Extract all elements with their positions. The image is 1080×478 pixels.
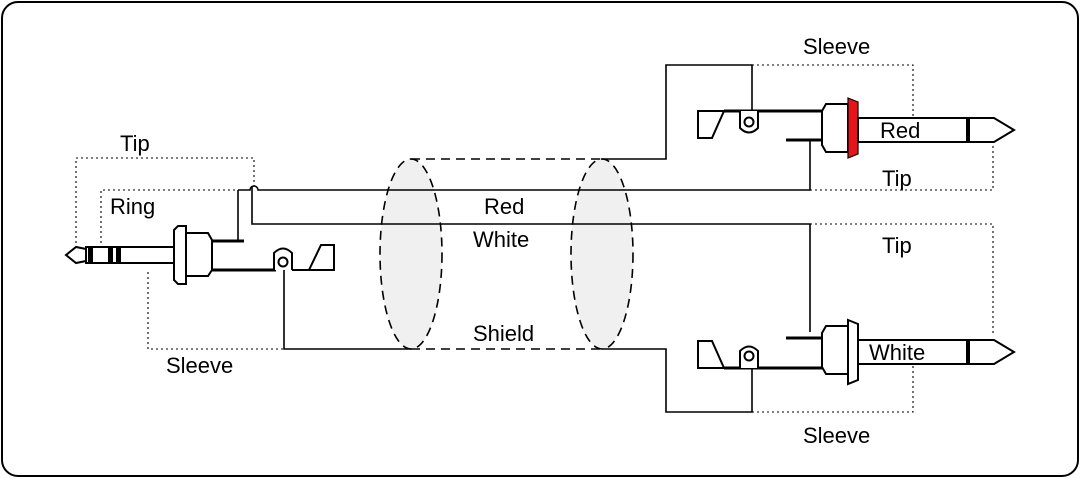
bottom-collar: [847, 318, 859, 386]
shield-end-right: [570, 158, 634, 350]
top-tip-guide: [810, 144, 994, 191]
shield-to-bottom-sleeve: [602, 348, 753, 413]
guide-lines: [75, 64, 994, 413]
bottom-sleeve-guide: [752, 364, 914, 413]
shield-to-top-sleeve: [602, 64, 753, 160]
left-tip-guide: [75, 157, 255, 248]
top-red-label: Red: [880, 118, 920, 143]
trs-shaft: [85, 246, 175, 264]
red-conductor: [238, 140, 811, 191]
bottom-body: [821, 325, 849, 375]
trs-insulator-1: [88, 247, 93, 263]
shield-lead-left: [283, 270, 411, 350]
top-cable-clamp: [697, 110, 726, 139]
shielded-cable: [379, 158, 634, 350]
bottom-tip: [970, 339, 1016, 365]
left-sleeve-label: Sleeve: [166, 353, 233, 378]
bottom-insulator-1: [966, 340, 970, 364]
left-sleeve-guide: [147, 272, 284, 350]
trs-lug-hole: [277, 256, 289, 268]
cable-red-label: Red: [484, 194, 524, 219]
bottom-tip-guide: [810, 223, 994, 336]
left-ring-label: Ring: [110, 194, 155, 219]
trs-cable-clamp: [292, 244, 335, 271]
conductors: [237, 64, 811, 413]
trs-collar: [173, 225, 187, 285]
top-lug-hole: [743, 116, 755, 128]
bottom-white-label: White: [869, 340, 925, 365]
trs-insulator-3: [116, 247, 121, 263]
top-insulator-1: [966, 118, 970, 142]
left-tip-label: Tip: [120, 131, 150, 156]
bottom-lug-hole: [743, 350, 755, 362]
top-tip-label: Tip: [882, 166, 912, 191]
trs-body: [185, 232, 213, 277]
top-ts-plug-icon: [697, 97, 1016, 159]
top-body: [821, 103, 849, 153]
cable-white-label: White: [473, 227, 529, 252]
bottom-ts-plug-icon: [697, 318, 1016, 386]
trs-plug-icon: [64, 225, 335, 285]
white-conductor: [251, 186, 811, 332]
top-sleeve-guide: [752, 64, 914, 128]
bottom-tip-label: Tip: [882, 233, 912, 258]
top-sleeve-label: Sleeve: [803, 34, 870, 59]
bottom-sleeve-label: Sleeve: [803, 423, 870, 448]
trs-insulator-2: [108, 247, 113, 263]
cable-shield-label: Shield: [473, 321, 534, 346]
top-tip: [970, 117, 1016, 143]
shield-end-left: [379, 158, 443, 350]
red-collar-icon: [847, 97, 859, 159]
